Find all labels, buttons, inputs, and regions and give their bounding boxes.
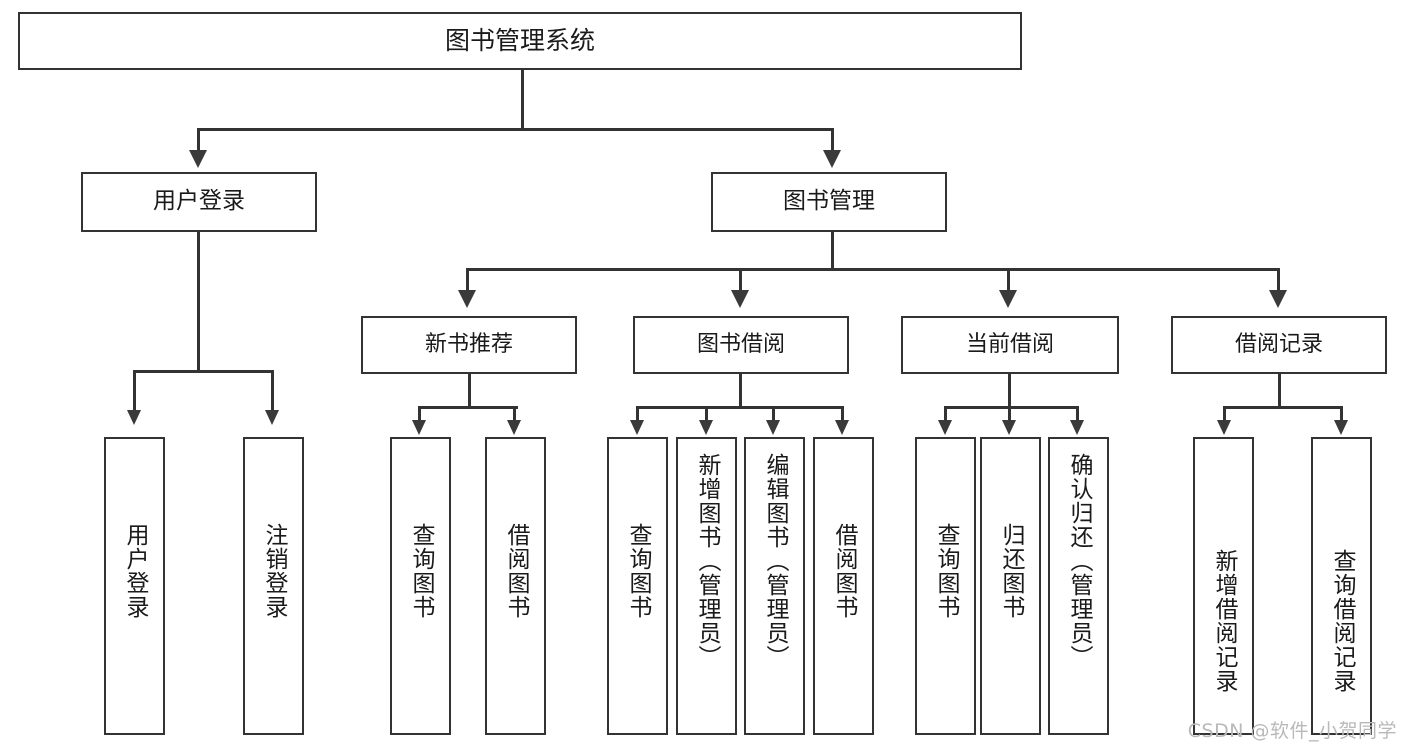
connector-new-book-bus	[418, 406, 518, 409]
connector-to-current-borrow	[1007, 268, 1010, 294]
leaf-new-book-borrow[interactable]: 借阅图书	[485, 437, 546, 735]
node-book-borrow[interactable]: 图书借阅	[633, 316, 849, 374]
node-new-book-label: 新书推荐	[424, 331, 513, 357]
node-book-borrow-label: 图书借阅	[696, 331, 785, 357]
leaf-label: 借阅图书	[831, 523, 857, 619]
connector-borrow-record-leaf1	[1223, 406, 1226, 422]
node-new-book[interactable]: 新书推荐	[361, 316, 577, 374]
leaf-label: 查询图书	[408, 523, 434, 619]
leaf-label: 新增图书（管理员）	[694, 453, 720, 669]
connector-to-borrow-record	[1277, 268, 1280, 294]
connector-new-book-leaf2	[513, 406, 516, 422]
connector-root-to-user-login	[197, 128, 200, 154]
leaf-label: 注销登录	[261, 523, 287, 619]
leaf-label: 新增借阅记录	[1211, 549, 1237, 693]
arrowhead-current-borrow-leaf1	[938, 420, 952, 435]
node-current-borrow[interactable]: 当前借阅	[901, 316, 1119, 374]
node-root-label: 图书管理系统	[444, 26, 595, 55]
watermark: CSDN @软件_小贺同学	[1187, 720, 1397, 742]
leaf-label: 查询借阅记录	[1329, 549, 1355, 693]
connector-user-login-leaf2	[271, 370, 274, 414]
leaf-label: 查询图书	[933, 523, 959, 619]
connector-book-borrow-leaf3	[772, 406, 775, 422]
node-root[interactable]: 图书管理系统	[18, 12, 1022, 70]
connector-current-borrow-leaf3	[1076, 406, 1079, 422]
arrowhead-to-new-book	[458, 290, 476, 308]
node-book-manage[interactable]: 图书管理	[711, 172, 947, 232]
arrowhead-user-login-leaf1	[127, 410, 141, 425]
arrowhead-new-book-leaf1	[412, 420, 426, 435]
leaf-book-borrow-edit[interactable]: 编辑图书（管理员）	[744, 437, 805, 735]
connector-user-login-bus	[133, 370, 273, 373]
connector-current-borrow-leaf1	[944, 406, 947, 422]
arrowhead-book-borrow-leaf3	[766, 420, 780, 435]
connector-root-stem	[521, 70, 524, 130]
connector-borrow-record-leaf2	[1340, 406, 1343, 422]
arrowhead-book-borrow-leaf2	[699, 420, 713, 435]
connector-to-book-borrow	[739, 268, 742, 294]
node-user-login[interactable]: 用户登录	[81, 172, 317, 232]
connector-to-new-book	[466, 268, 469, 294]
arrowhead-borrow-record-leaf1	[1217, 420, 1231, 435]
arrowhead-user-login-leaf2	[265, 410, 279, 425]
connector-current-borrow-bus	[944, 406, 1078, 409]
leaf-user-login-logout[interactable]: 注销登录	[243, 437, 304, 735]
node-borrow-record[interactable]: 借阅记录	[1171, 316, 1387, 374]
arrowhead-to-book-manage	[823, 150, 841, 168]
connector-user-login-stem	[197, 232, 200, 372]
connector-current-borrow-leaf2	[1008, 406, 1011, 422]
connector-book-borrow-bus	[636, 406, 844, 409]
leaf-user-login-login[interactable]: 用户登录	[104, 437, 165, 735]
arrowhead-to-book-borrow	[731, 290, 749, 308]
leaf-borrow-record-add[interactable]: 新增借阅记录	[1193, 437, 1254, 735]
node-current-borrow-label: 当前借阅	[965, 331, 1054, 357]
arrowhead-to-borrow-record	[1269, 290, 1287, 308]
leaf-book-borrow-add[interactable]: 新增图书（管理员）	[676, 437, 737, 735]
arrowhead-to-user-login	[189, 150, 207, 168]
connector-root-to-book-manage	[831, 128, 834, 154]
connector-new-book-leaf1	[418, 406, 421, 422]
leaf-current-borrow-query[interactable]: 查询图书	[915, 437, 976, 735]
arrowhead-book-borrow-leaf4	[835, 420, 849, 435]
connector-current-borrow-stem	[1008, 374, 1011, 408]
connector-borrow-record-bus	[1223, 406, 1342, 409]
node-user-login-label: 用户登录	[153, 188, 245, 215]
connector-book-manage-stem	[831, 232, 834, 270]
leaf-book-borrow-borrow[interactable]: 借阅图书	[813, 437, 874, 735]
leaf-label: 用户登录	[122, 523, 148, 619]
leaf-label: 借阅图书	[503, 523, 529, 619]
leaf-label: 确认归还（管理员）	[1066, 453, 1092, 669]
connector-book-borrow-leaf1	[636, 406, 639, 422]
leaf-label: 查询图书	[625, 523, 651, 619]
connector-book-borrow-stem	[739, 374, 742, 408]
connector-book-borrow-leaf2	[705, 406, 708, 422]
arrowhead-new-book-leaf2	[507, 420, 521, 435]
connector-user-login-leaf1	[133, 370, 136, 414]
leaf-new-book-query[interactable]: 查询图书	[390, 437, 451, 735]
leaf-borrow-record-query[interactable]: 查询借阅记录	[1311, 437, 1372, 735]
connector-root-bus	[197, 128, 834, 131]
arrowhead-book-borrow-leaf1	[630, 420, 644, 435]
leaf-label: 归还图书	[998, 523, 1024, 619]
leaf-current-borrow-confirm[interactable]: 确认归还（管理员）	[1048, 437, 1109, 735]
arrowhead-current-borrow-leaf2	[1002, 420, 1016, 435]
leaf-book-borrow-query[interactable]: 查询图书	[607, 437, 668, 735]
node-borrow-record-label: 借阅记录	[1234, 331, 1323, 357]
connector-new-book-stem	[468, 374, 471, 408]
arrowhead-to-current-borrow	[999, 290, 1017, 308]
connector-borrow-record-stem	[1278, 374, 1281, 408]
leaf-current-borrow-return[interactable]: 归还图书	[980, 437, 1041, 735]
arrowhead-current-borrow-leaf3	[1070, 420, 1084, 435]
leaf-label: 编辑图书（管理员）	[762, 453, 788, 669]
connector-book-manage-bus	[466, 268, 1280, 271]
arrowhead-borrow-record-leaf2	[1334, 420, 1348, 435]
connector-book-borrow-leaf4	[841, 406, 844, 422]
node-book-manage-label: 图书管理	[783, 188, 875, 215]
